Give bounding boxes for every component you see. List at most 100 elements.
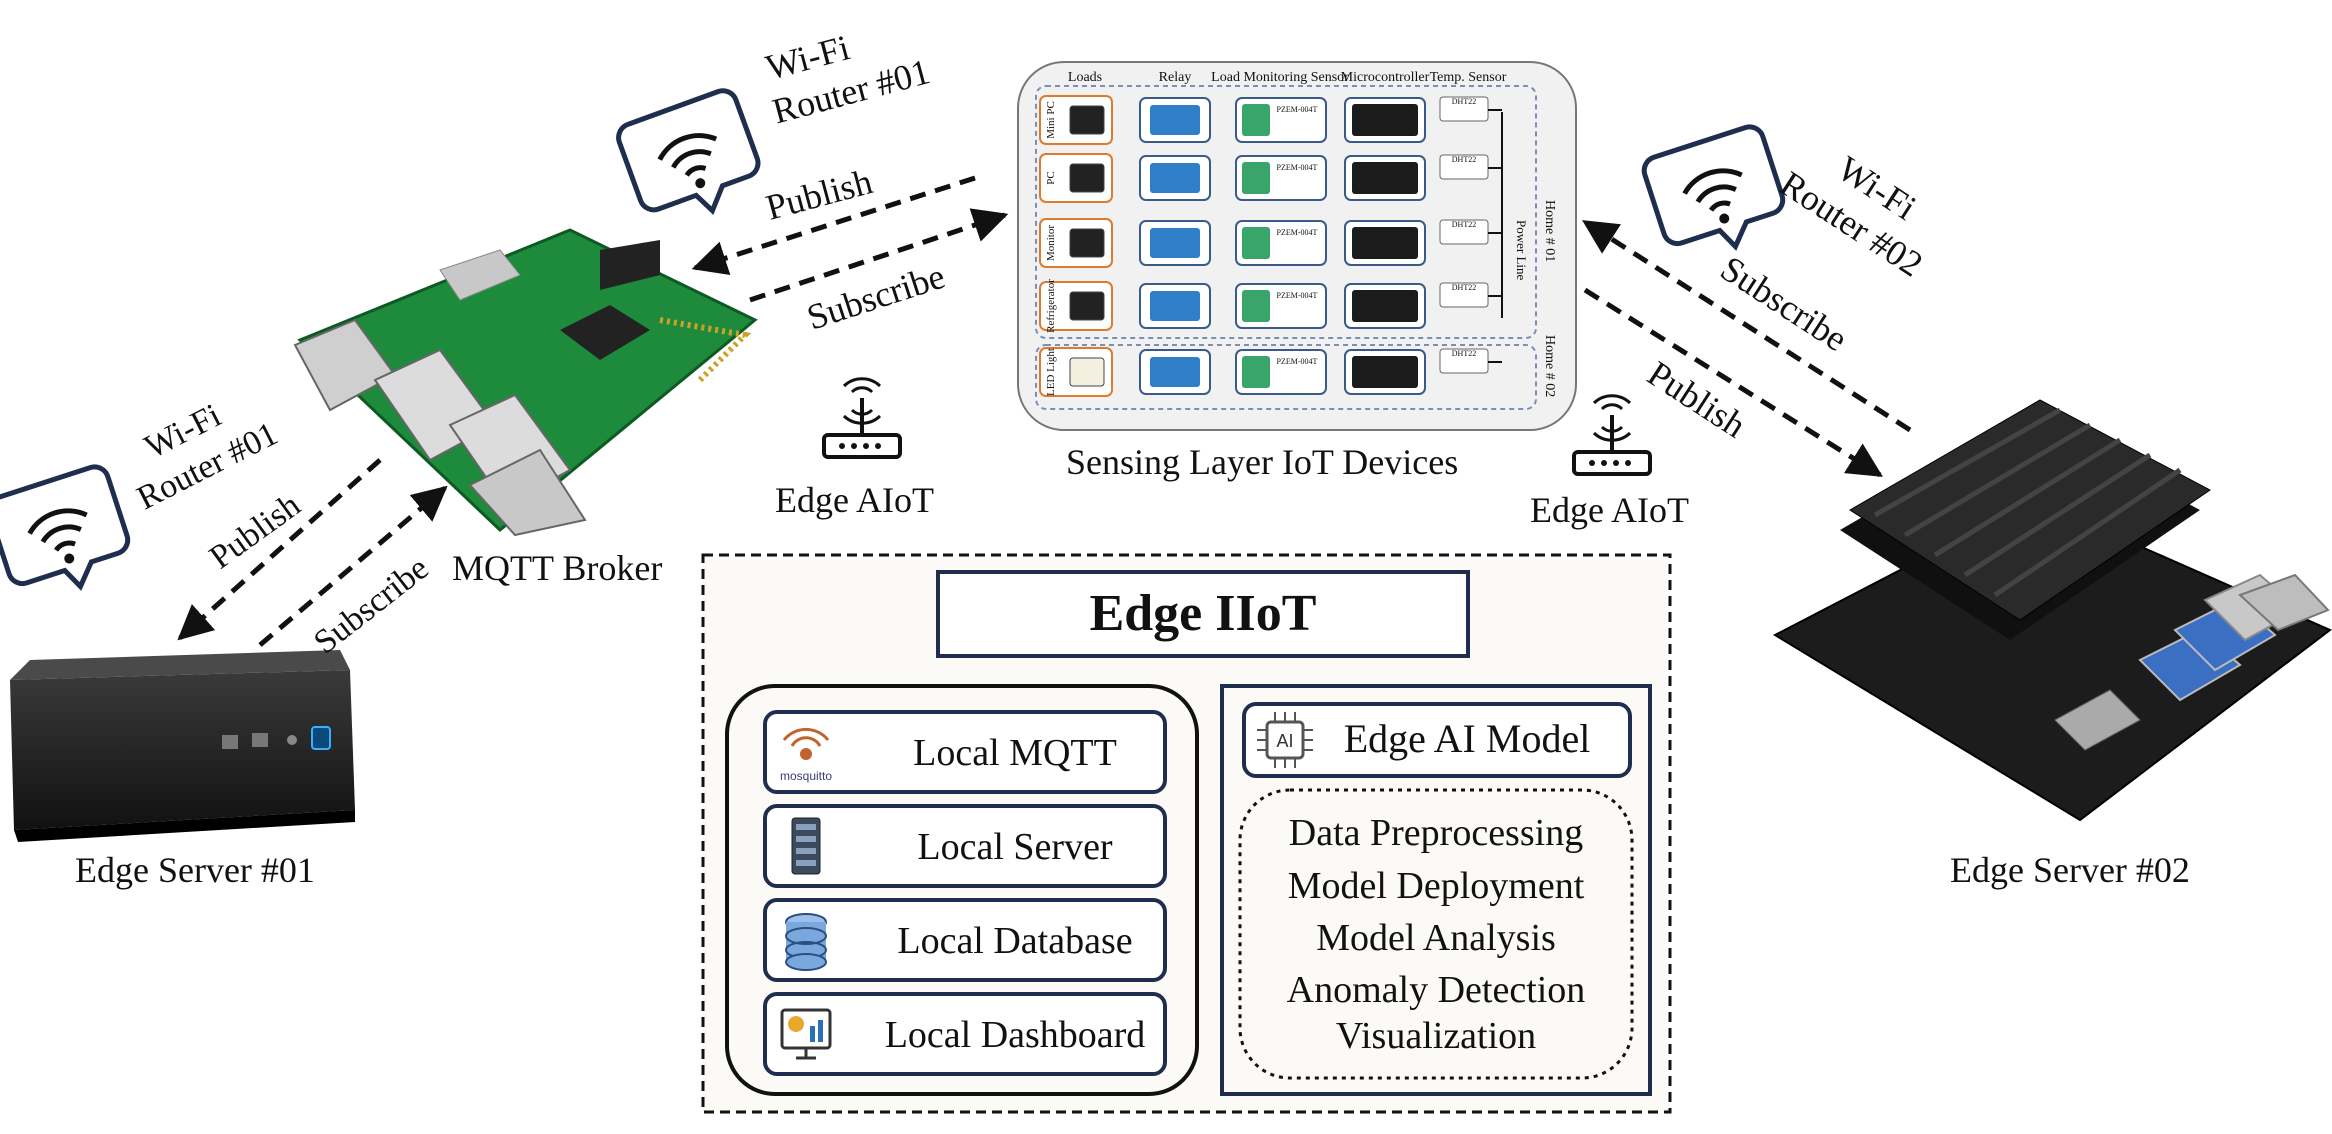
- local-service-label: Local MQTT: [913, 732, 1117, 774]
- load-device-label: Monitor: [1045, 225, 1057, 261]
- dashboard-icon: [780, 1008, 832, 1060]
- edge-server-02-label: Edge Server #02: [1950, 850, 2190, 890]
- wifi-router-top-icon: [616, 88, 761, 216]
- sensing-column-header: Load Monitoring Sensor: [1211, 70, 1349, 85]
- load-device-image: [1069, 228, 1105, 258]
- local-service-box: [763, 898, 1167, 982]
- temp-chip-label: DHT22: [1452, 97, 1476, 106]
- ai-task-label: Model Deployment: [1288, 865, 1585, 907]
- sensing-row: PC PZEM-004T DHT22: [1039, 153, 1502, 203]
- wifi-router-right-icon: [1641, 124, 1786, 251]
- load-device-image: [1069, 291, 1105, 321]
- load-device-label: Mini PC: [1045, 101, 1057, 139]
- sensing-column-header: Loads: [1068, 70, 1102, 85]
- edge-iiot-title: Edge IIoT: [1090, 585, 1317, 642]
- esp32-board: [1352, 356, 1418, 388]
- pzem-chip-label: PZEM-004T: [1277, 163, 1318, 172]
- local-service-box: [763, 710, 1167, 794]
- local-service-box: [763, 804, 1167, 888]
- edge-aiot-right-antenna-icon: [1572, 394, 1652, 476]
- edge-aiot-left-label: Edge AIoT: [775, 480, 934, 520]
- ai-chip-icon: AI: [1257, 712, 1313, 768]
- publish-arrow-top: [691, 175, 976, 276]
- load-device-label: Refrigerator: [1045, 279, 1057, 333]
- subscribe-label-right: Subscribe: [1714, 248, 1855, 359]
- local-service-label: Local Dashboard: [885, 1014, 1146, 1056]
- load-device-image: [1069, 105, 1105, 135]
- pzem-chip-label: PZEM-004T: [1277, 228, 1318, 237]
- local-service-label: Local Server: [917, 826, 1113, 868]
- mosquitto-logo-text: mosquitto: [780, 769, 832, 783]
- mqtt-broker-raspberry-pi-image: [293, 228, 758, 537]
- relay-board: [1150, 105, 1200, 135]
- sensing-layer-panel: Loads Relay Load Monitoring SensorMicrocon…: [1017, 61, 1577, 431]
- local-service-box: [763, 992, 1167, 1076]
- edge-aiot-right-label: Edge AIoT: [1530, 490, 1689, 530]
- sensing-column-header: Microcontroller: [1341, 70, 1430, 85]
- edge-aiot-left-antenna-icon: [822, 377, 902, 459]
- mosquitto-icon: mosquitto: [780, 727, 832, 783]
- load-device-label: PC: [1045, 171, 1057, 184]
- ai-chip-label: AI: [1276, 731, 1293, 751]
- esp32-board: [1352, 104, 1418, 136]
- load-device-image: [1069, 163, 1105, 193]
- pzem-chip-label: PZEM-004T: [1277, 357, 1318, 366]
- database-icon: [785, 913, 827, 971]
- ai-task-label: Model Analysis: [1316, 917, 1556, 959]
- sensing-power-line-label: Power Line: [1514, 220, 1529, 281]
- sensing-row: Mini PC PZEM-004T DHT22: [1039, 95, 1502, 145]
- ai-tasks-group: [1238, 788, 1634, 1080]
- local-service-label: Local Database: [897, 920, 1132, 962]
- edge-server-01-image: [10, 650, 355, 842]
- sensing-layer-caption: Sensing Layer IoT Devices: [1066, 442, 1458, 482]
- sensing-row: Monitor PZEM-004T DHT22: [1039, 218, 1502, 268]
- local-service-item: Local Dashboard: [763, 992, 1167, 1076]
- publish-label-top: Publish: [762, 161, 877, 228]
- publish-arrow-left: [177, 458, 382, 641]
- pzem-chip-label: PZEM-004T: [1277, 105, 1318, 114]
- edge-server-01-label: Edge Server #01: [75, 850, 315, 890]
- sensing-home2-label: Home # 02: [1542, 335, 1557, 397]
- pzem-board: [1242, 290, 1270, 322]
- local-service-item: Local Server: [763, 804, 1167, 888]
- edge-ai-model-label: Edge AI Model: [1344, 716, 1591, 761]
- relay-board: [1150, 228, 1200, 258]
- subscribe-arrow-top: [749, 208, 1009, 303]
- publish-label-right: Publish: [1641, 353, 1753, 445]
- sensing-column-header: Relay: [1159, 70, 1192, 85]
- relay-board: [1150, 357, 1200, 387]
- sensing-home1-label: Home # 01: [1542, 200, 1557, 262]
- pzem-chip-label: PZEM-004T: [1277, 291, 1318, 300]
- ai-task-label: Data Preprocessing: [1289, 812, 1583, 854]
- pzem-board: [1242, 162, 1270, 194]
- edge-ai-model-box: [1242, 702, 1632, 778]
- temp-chip-label: DHT22: [1452, 283, 1476, 292]
- server-rack-icon: [791, 817, 821, 875]
- pzem-board: [1242, 356, 1270, 388]
- pzem-board: [1242, 104, 1270, 136]
- subscribe-arrow-right: [1582, 219, 1912, 433]
- local-service-item: Local Database: [763, 898, 1167, 982]
- wifi-router-left-icon: [0, 464, 131, 591]
- esp32-board: [1352, 162, 1418, 194]
- mqtt-broker-label: MQTT Broker: [452, 548, 662, 588]
- temp-chip-label: DHT22: [1452, 220, 1476, 229]
- subscribe-label-top: Subscribe: [802, 256, 949, 338]
- pzem-board: [1242, 227, 1270, 259]
- temp-chip-label: DHT22: [1452, 349, 1476, 358]
- temp-chip-label: DHT22: [1452, 155, 1476, 164]
- subscribe-arrow-left: [258, 485, 448, 647]
- ai-task-label: Visualization: [1336, 1015, 1536, 1057]
- ai-task-label: Anomaly Detection: [1287, 969, 1586, 1011]
- subscribe-label-left: Subscribe: [307, 550, 435, 662]
- esp32-board: [1352, 290, 1418, 322]
- relay-board: [1150, 163, 1200, 193]
- edge-iiot-container: Edge IIoT mosquitto Local MQTT Local Serve…: [701, 553, 1672, 1114]
- sensing-column-header: Temp. Sensor: [1430, 70, 1507, 85]
- publish-label-left: Publish: [203, 487, 307, 577]
- edge-server-02-jetson-image: [1772, 399, 2332, 822]
- relay-board: [1150, 291, 1200, 321]
- load-device-image: [1069, 357, 1105, 387]
